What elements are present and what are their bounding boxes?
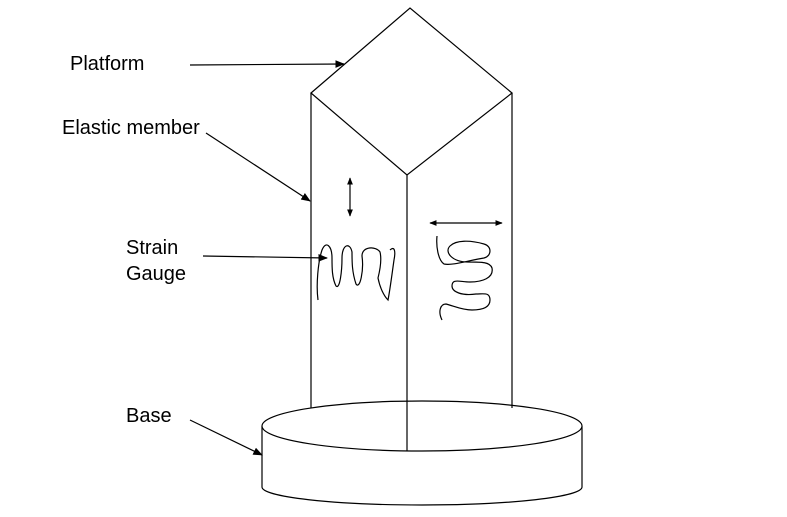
base-label: Base <box>126 405 172 427</box>
platform-label: Platform <box>70 53 145 75</box>
strain-gauge-label-line2: Gauge <box>126 263 187 285</box>
elastic-member-arrow <box>205 132 311 202</box>
strain-gauge-label: Strain Gauge <box>126 235 186 287</box>
base-cylinder <box>261 400 583 506</box>
strain-gauge-left <box>316 244 396 302</box>
base-arrow <box>189 419 263 456</box>
platform-top <box>310 7 513 176</box>
elastic-member-column <box>310 93 513 451</box>
elastic-member-label: Elastic member <box>62 117 200 139</box>
platform-arrow <box>189 60 345 68</box>
strain-gauge-label-line1: Strain <box>126 237 179 259</box>
strain-gauge-arrow <box>202 254 328 262</box>
strain-gauge-right <box>436 235 493 321</box>
base-top <box>261 400 583 452</box>
